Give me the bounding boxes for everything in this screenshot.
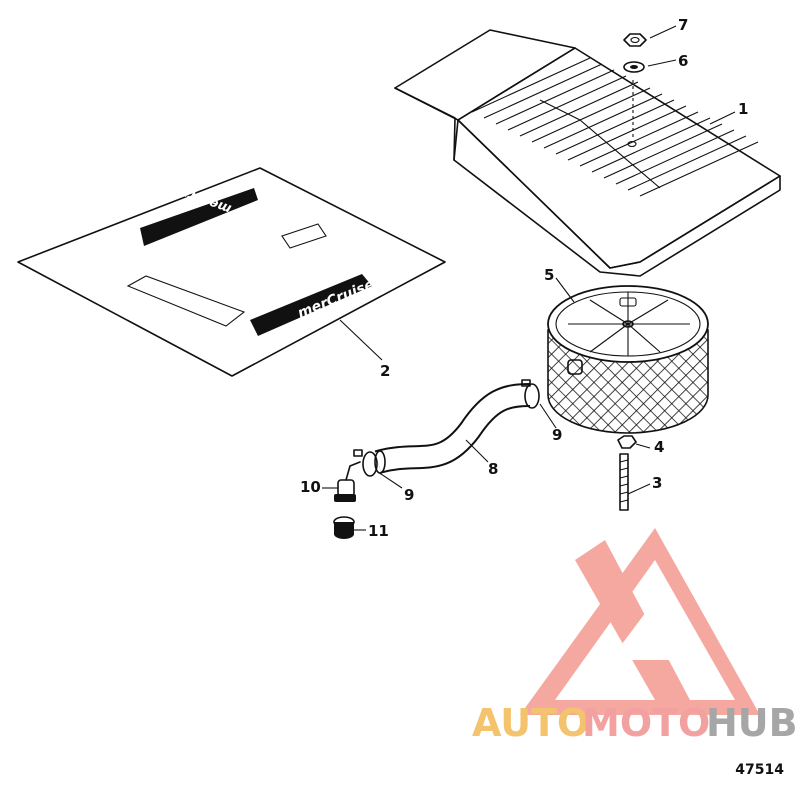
hose-clamp-lower xyxy=(353,449,378,477)
callouts: 1 2 3 4 5 6 7 8 9 9 10 11 xyxy=(300,16,748,540)
cap-11 xyxy=(333,516,355,539)
air-filter xyxy=(547,285,709,434)
callout-6: 6 xyxy=(678,52,688,70)
watermark-auto: AUTO xyxy=(472,701,589,745)
callout-8: 8 xyxy=(488,460,498,478)
leader-lines xyxy=(322,25,736,531)
decal-stripe-upper xyxy=(140,188,258,246)
callout-5: 5 xyxy=(544,266,554,284)
watermark-moto: MOTO xyxy=(582,701,710,745)
nut-4 xyxy=(617,435,637,449)
decal-sheet: merCruiser merCruiser xyxy=(17,167,446,377)
callout-10: 10 xyxy=(300,478,321,496)
watermark-hub: HUB xyxy=(706,701,798,745)
callout-3: 3 xyxy=(652,474,662,492)
callout-9-lower: 9 xyxy=(404,486,414,504)
elbow-fitting-10 xyxy=(334,461,361,502)
arrestor-cover xyxy=(394,29,781,277)
figure-number: 47514 xyxy=(735,762,784,778)
callout-1: 1 xyxy=(738,100,748,118)
nut-7 xyxy=(623,33,647,47)
callout-7: 7 xyxy=(678,16,688,34)
stud-3 xyxy=(619,453,629,511)
callout-11: 11 xyxy=(368,522,389,540)
callout-4: 4 xyxy=(654,438,664,456)
watermark-logo xyxy=(520,528,760,715)
vent-hose-8 xyxy=(374,383,531,474)
callout-9-upper: 9 xyxy=(552,426,562,444)
decal-stripe-lower xyxy=(250,274,372,336)
washer-6 xyxy=(623,61,645,73)
hose-clamp-upper xyxy=(521,379,540,409)
watermark-text: AUTO MOTO HUB xyxy=(472,701,798,745)
callout-2: 2 xyxy=(380,362,390,380)
